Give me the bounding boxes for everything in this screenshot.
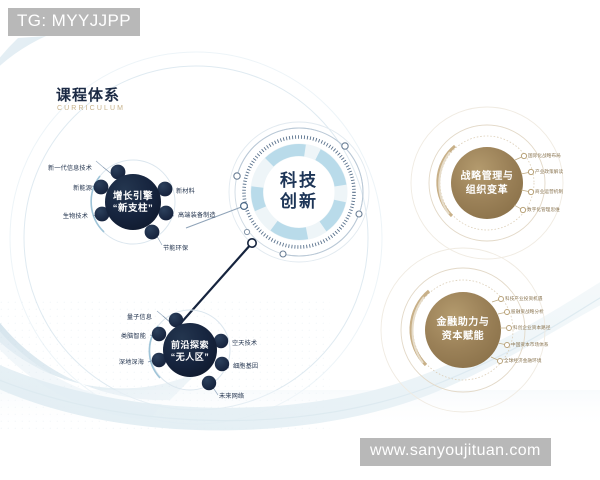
watermark-bottom-right: www.sanyoujituan.com (360, 438, 551, 466)
leaf-aerospace: 空天技术 (232, 340, 258, 347)
gleaf-equity-financing: 股融资战略分析 (511, 309, 544, 314)
cluster-growth-engine-line-1: 增长引擎 (112, 191, 153, 202)
leaf-biotech: 生物技术 (62, 213, 88, 220)
gleaf-china-capital-market: 中国资本市场体系 (511, 342, 549, 347)
cluster-frontier-label: 前沿探索 “无人区” (152, 340, 228, 363)
gold-finance-line-1: 金融助力与 (436, 317, 490, 328)
cluster-frontier (147, 309, 231, 396)
leaf-new-materials: 新材料 (176, 188, 195, 195)
cluster-frontier-line-1: 前沿探索 (170, 340, 209, 350)
gold-circle-finance (400, 267, 526, 393)
leaf-new-gen-it: 新一代信息技术 (47, 165, 92, 172)
cluster-frontier-line-2: “无人区” (170, 351, 210, 362)
gleaf-business-operations: 商业运营机制 (535, 189, 564, 194)
leaf-future-network: 未来网络 (219, 393, 245, 400)
leaf-brain-like-ai: 类脑智能 (120, 333, 146, 340)
page-subtitle: CURRICULUM (57, 105, 126, 112)
gleaf-industry-policy: 产业政策解读 (535, 169, 564, 174)
gold-strategy-line-1: 战略管理与 (460, 171, 514, 182)
core-rings (228, 121, 370, 263)
watermark-top-left: TG: MYYJJPP (8, 8, 140, 36)
gold-finance-line-2: 资本赋能 (441, 331, 485, 342)
gleaf-tech-industry-investment: 科技产业投资机遇 (505, 296, 543, 301)
leaf-quantum-info: 量子信息 (126, 314, 152, 321)
leaf-high-end-equipment: 高端装备制造 (178, 212, 216, 219)
gleaf-international-strategy: 国际化战略布局 (528, 153, 561, 158)
leaf-deep-earth-sea: 深地深海 (118, 359, 144, 366)
gold-circle-strategy-label: 战略管理与 组织变革 (449, 170, 525, 198)
cluster-growth-engine-line-2: “新支柱” (112, 203, 154, 215)
gold-circle-strategy (428, 124, 546, 242)
gleaf-global-finance-environment: 全球经济金融环境 (504, 358, 542, 363)
core-line-1: 科技 (280, 171, 318, 190)
gold-circle-finance-label: 金融助力与 资本赋能 (423, 316, 503, 344)
leaf-cell-gene: 细胞基因 (233, 363, 259, 370)
leaf-new-energy: 新能源 (73, 185, 92, 192)
core-node-label: 科技 创新 (249, 170, 349, 213)
gleaf-startup-capital-path: 科创企业资本路径 (513, 325, 551, 330)
cluster-growth-engine-label: 增长引擎 “新支柱” (93, 191, 173, 215)
cluster-growth-engine (90, 159, 176, 246)
gold-strategy-line-2: 组织变革 (465, 185, 509, 196)
page-title: 课程体系 (56, 87, 121, 104)
core-line-2: 创新 (280, 192, 318, 212)
leaf-energy-saving: 节能环保 (163, 245, 189, 252)
gleaf-digital-management: 数字化管理思维 (527, 207, 560, 212)
